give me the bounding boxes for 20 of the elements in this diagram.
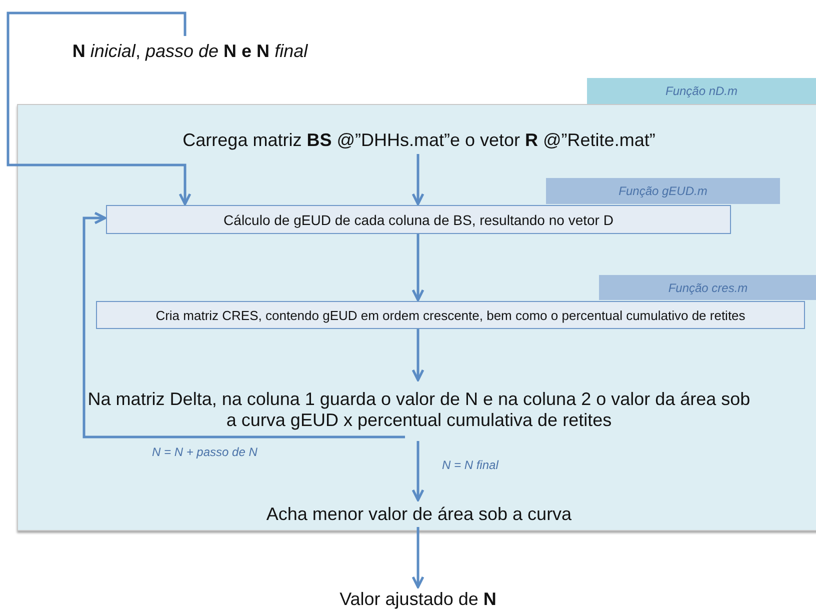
arrow	[412, 328, 424, 382]
step-text: Carrega matriz BS @”DHHs.mat”e o vetor R @”Retite.mat”	[101, 125, 737, 155]
function-tab: Função cres.m	[599, 275, 816, 300]
edge-label: N = N + passo de N	[152, 445, 258, 459]
edge-label: N = N final	[442, 458, 498, 472]
function-tab: Função nD.m	[587, 78, 816, 104]
step-text: Na matriz Delta, na coluna 1 guarda o valor de N e na coluna 2 o valor da área sob a curva gEUD x percentual cumulativa de retites	[81, 381, 757, 438]
arrow	[412, 154, 424, 206]
arrow	[6, 12, 192, 206]
step-text: Acha menor valor de área sob a curva	[201, 501, 637, 528]
process-box: Cálculo de gEUD de cada coluna de BS, resultando no vetor D	[106, 205, 731, 234]
arrow	[412, 233, 424, 302]
arrow	[412, 527, 424, 588]
step-text: N inicial, passo de N e N final	[40, 36, 340, 66]
step-text: Valor ajustado de N	[250, 587, 586, 612]
process-box: Cria matriz CRES, contendo gEUD em ordem crescente, bem como o percentual cumulativo de retites	[96, 301, 805, 329]
function-tab: Função gEUD.m	[546, 178, 780, 204]
function-panel	[17, 104, 816, 531]
arrow	[82, 212, 405, 438]
arrow	[412, 441, 424, 502]
